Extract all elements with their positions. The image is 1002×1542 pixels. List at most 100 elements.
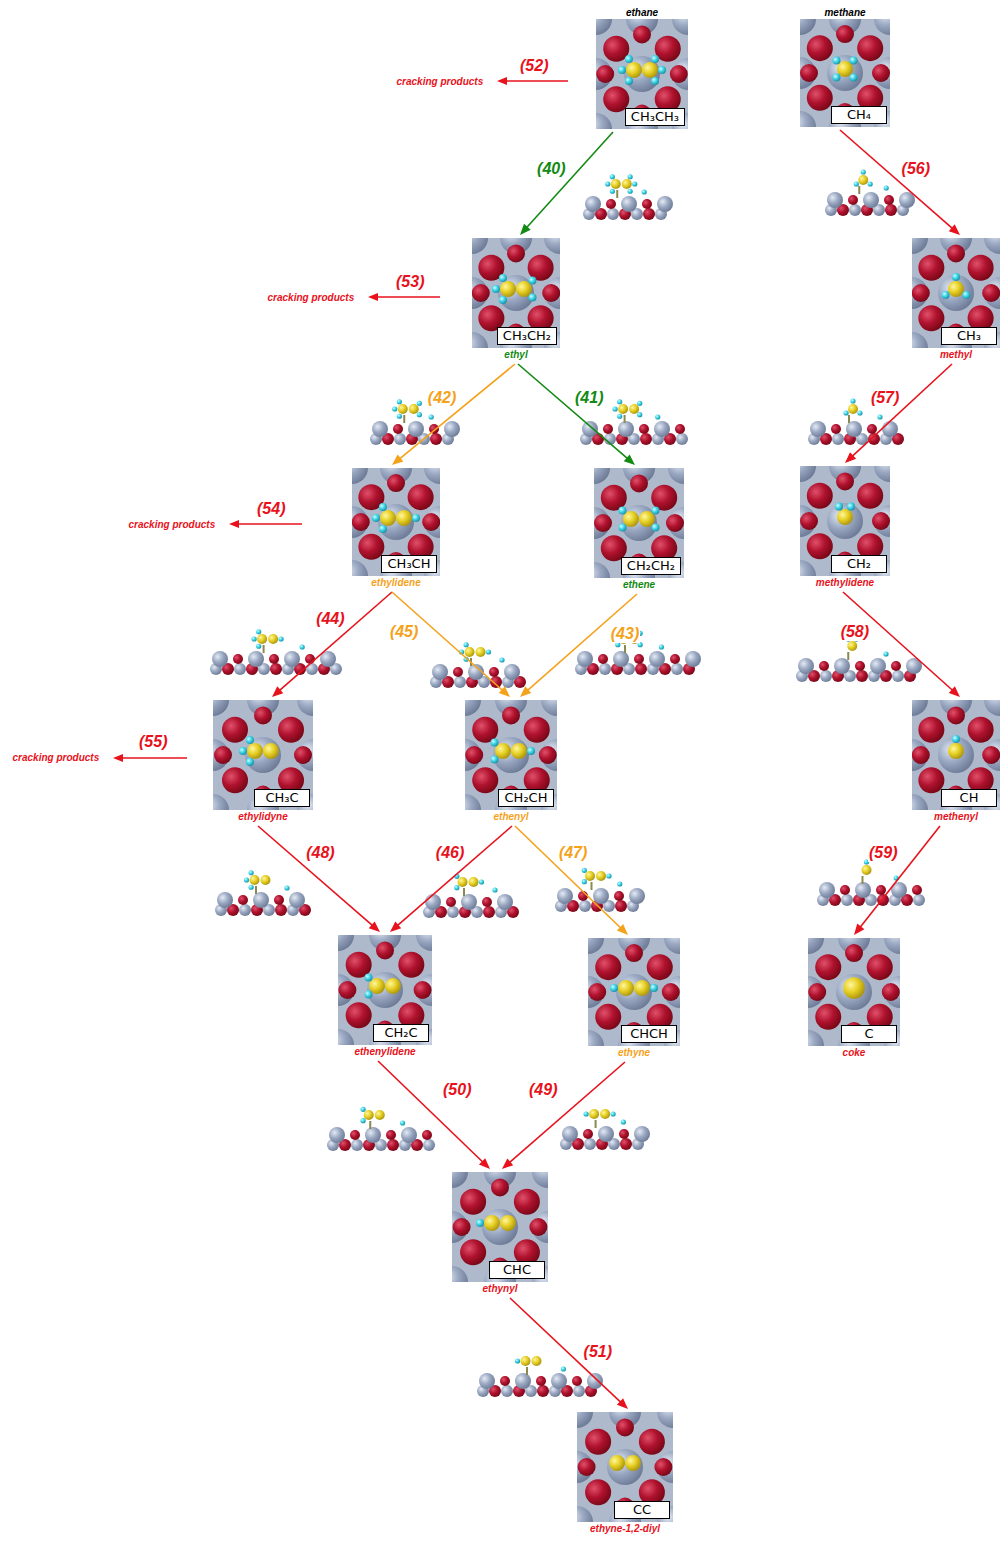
hydrogen-atom [392,406,397,411]
lattice-atom [670,654,680,664]
hydrogen-atom [835,503,843,511]
arrow-head [368,293,378,301]
lattice-atom [365,1127,381,1143]
bond [255,886,257,894]
metal-atom [541,700,557,716]
lattice-atom [849,204,861,216]
surface-side-view [477,1356,603,1397]
lattice-atom [671,663,683,675]
metal-atom [596,113,612,129]
hydrogen-atom [619,523,627,531]
hydrogen-atom [246,758,254,766]
arrow-line [392,592,503,691]
species-node: CH₂CHethenyl [465,700,557,823]
carbon-atom [511,743,527,759]
species-name: methylidene [800,576,890,589]
oxygen-atom [968,255,994,281]
carbon-atom [642,62,658,78]
surface-tile: CH₃CH₃ [596,19,688,129]
hydrogen-atom [615,642,620,647]
lattice-atom [585,196,601,212]
reaction-arrow [843,592,960,697]
lattice-atom [634,1126,650,1142]
arrow-head [390,921,401,932]
surface-ground [465,700,557,810]
hydrogen-atom [942,291,950,299]
reaction-number: (55) [138,732,168,751]
formula-box: CH₃CH [381,555,437,573]
surface-ground [594,468,684,578]
lattice-atom [635,663,647,675]
hydrogen-atom [486,649,491,654]
metal-atom [624,56,660,92]
reaction-number: (47) [558,843,588,862]
metal-atom [800,466,816,482]
oxygen-atom [278,717,304,743]
metal-atom [912,238,928,254]
lattice-atom [798,658,814,674]
carbon-atom [532,1356,542,1366]
lattice-atom [329,1127,345,1143]
metal-atom [912,332,928,348]
lattice-atom [305,654,315,664]
oxygen-atom [815,1004,841,1030]
bond [463,888,465,896]
lattice-atom [275,904,287,916]
hydrogen-atom [638,642,643,647]
lattice-atom [557,888,573,904]
bond [862,876,864,884]
surface-tile: CH₂ [800,466,890,576]
reaction-arrow [518,364,635,465]
oxygen-atom [857,483,883,509]
carbon-atom [948,281,964,297]
bond [591,882,593,890]
carbon-atom [409,404,419,414]
lattice-atom [489,667,499,677]
arrow-line [510,1298,621,1403]
metal-atom [800,560,816,576]
hydrogen-atom [650,984,658,992]
species-node: CH₂CH₂ethene [594,468,684,591]
metal-atom [616,974,652,1010]
lattice-atom [848,195,858,205]
carbon-atom [369,978,385,994]
lattice-atom [607,208,619,220]
hydrogen-atom [246,736,254,744]
carbon-atom [465,647,475,657]
surface-ground [912,238,1000,348]
hydrogen-atom [492,887,497,892]
lattice-atom [676,433,688,445]
lattice-atom [891,661,901,671]
lattice-atom [444,421,460,437]
lattice-atom [274,895,284,905]
hydrogen-atom [610,189,615,194]
surface-ground [452,1172,548,1282]
bond [616,190,618,198]
lattice-atom [882,421,898,437]
oxygen-atom [585,1479,611,1505]
metal-atom [984,238,1000,254]
hydrogen-atom [584,1111,589,1116]
lattice-atom [629,888,645,904]
oxygen-atom [595,954,621,980]
metal-atom [827,503,863,539]
carbon-atom [500,281,516,297]
lattice-atom [598,654,608,664]
reaction-number: (42) [427,388,457,407]
lattice-atom [867,424,877,434]
oxygen-atom [800,512,818,530]
metal-atom [352,468,368,484]
oxygen-atom [529,1218,547,1236]
lattice-atom [819,661,829,671]
hydrogen-atom [605,181,610,186]
oxygen-atom [222,717,248,743]
oxygen-atom [836,25,854,43]
metal-atom [465,700,481,716]
oxygen-atom [654,1458,672,1476]
hydrogen-atom [857,410,862,415]
lattice-atom [685,651,701,667]
hydrogen-atom [868,181,873,186]
lattice-atom [834,658,850,674]
lattice-atom [562,1126,578,1142]
lattice-atom [401,1127,417,1143]
